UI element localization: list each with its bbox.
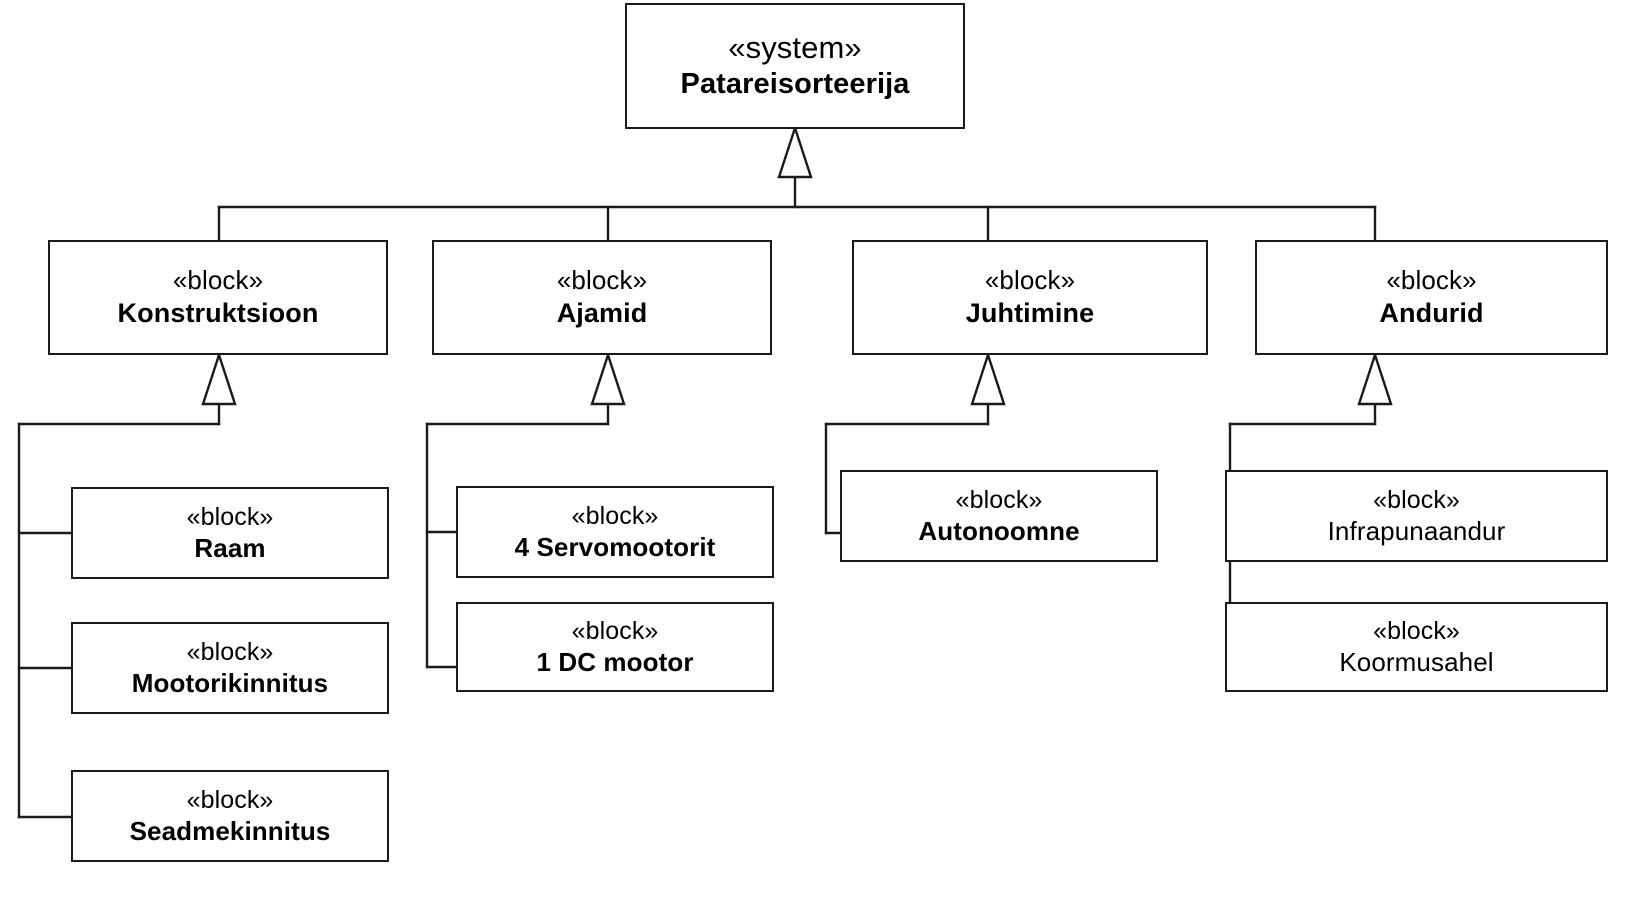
stereotype-label: «block» [556, 265, 648, 296]
block-name-label: Patareisorteerija [680, 68, 910, 101]
stereotype-label: «block» [571, 616, 659, 645]
block-name-label: Seadmekinnitus [129, 815, 331, 846]
block-autonoomne[interactable]: «block» Autonoomne [840, 470, 1158, 562]
generalization-arrow-root [777, 124, 813, 179]
block-name-label: Infrapunaandur [1327, 515, 1506, 546]
generalization-arrow-juhtimine [970, 351, 1006, 406]
stereotype-label: «block» [955, 485, 1043, 514]
block-patareisorteerija[interactable]: «system» Patareisorteerija [625, 3, 965, 129]
stereotype-label: «block» [172, 265, 264, 296]
block-name-label: Autonoomne [918, 515, 1080, 546]
block-name-label: Juhtimine [965, 298, 1095, 329]
stereotype-label: «block» [186, 502, 274, 531]
block-4-servomootorit[interactable]: «block» 4 Servomootorit [456, 486, 774, 578]
block-ajamid[interactable]: «block» Ajamid [432, 240, 772, 355]
block-name-label: Raam [194, 532, 266, 563]
block-1-dc-mootor[interactable]: «block» 1 DC mootor [456, 602, 774, 692]
block-name-label: Konstruktsioon [117, 298, 319, 329]
stereotype-label: «block» [1373, 485, 1460, 514]
block-andurid[interactable]: «block» Andurid [1255, 240, 1608, 355]
block-juhtimine[interactable]: «block» Juhtimine [852, 240, 1208, 355]
stereotype-label: «block» [186, 785, 274, 814]
block-name-label: Andurid [1379, 298, 1484, 329]
stereotype-label: «block» [1386, 265, 1477, 296]
stereotype-label: «block» [571, 501, 659, 530]
generalization-arrow-ajamid [590, 351, 626, 406]
block-raam[interactable]: «block» Raam [71, 487, 389, 579]
block-name-label: Koormusahel [1339, 646, 1494, 677]
generalization-arrow-konstruktsioon [201, 351, 237, 406]
block-mootorikinnitus[interactable]: «block» Mootorikinnitus [71, 622, 389, 714]
stereotype-label: «system» [728, 30, 862, 66]
stereotype-label: «block» [984, 265, 1076, 296]
block-name-label: 1 DC mootor [536, 646, 694, 677]
stereotype-label: «block» [186, 637, 274, 666]
block-name-label: 4 Servomootorit [514, 531, 716, 562]
block-seadmekinnitus[interactable]: «block» Seadmekinnitus [71, 770, 389, 862]
block-koormusahel[interactable]: «block» Koormusahel [1225, 602, 1608, 692]
generalization-arrow-andurid [1357, 351, 1393, 406]
block-name-label: Mootorikinnitus [131, 667, 329, 698]
block-konstruktsioon[interactable]: «block» Konstruktsioon [48, 240, 388, 355]
block-infrapunaandur[interactable]: «block» Infrapunaandur [1225, 470, 1608, 562]
block-name-label: Ajamid [556, 298, 648, 329]
stereotype-label: «block» [1373, 616, 1460, 645]
